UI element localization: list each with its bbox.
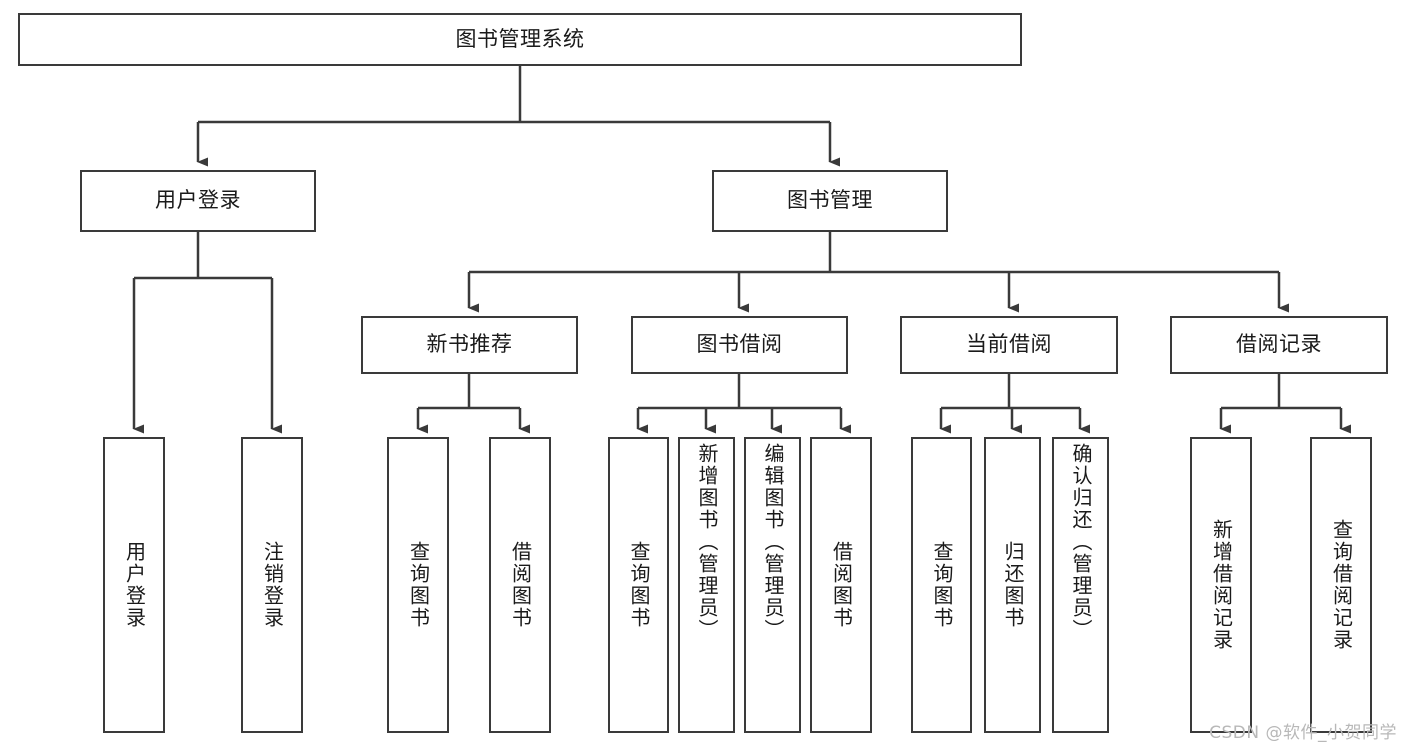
node-root-label: 图书管理系统 (455, 26, 585, 51)
node-leaf-query-borrow-record-label: 查询借阅记录 (1329, 519, 1354, 651)
node-leaf-edit-book-admin[interactable]: 编辑图书（管理员） (744, 437, 801, 733)
leaf-content: 查询图书 (389, 439, 447, 731)
node-leaf-query-book-current[interactable]: 查询图书 (911, 437, 972, 733)
node-leaf-query-borrow-record[interactable]: 查询借阅记录 (1310, 437, 1372, 733)
node-new-book-recommend[interactable]: 新书推荐 (361, 316, 578, 374)
leaf-content: 查询借阅记录 (1312, 439, 1370, 731)
leaf-content: 查询图书 (913, 439, 970, 731)
watermark-text: CSDN @软件_小贺同学 (1209, 723, 1397, 743)
node-borrow-record[interactable]: 借阅记录 (1170, 316, 1388, 374)
leaf-content: 归还图书 (986, 439, 1039, 731)
node-leaf-logout-label: 注销登录 (260, 541, 285, 629)
leaf-content: 借阅图书 (491, 439, 549, 731)
node-leaf-borrow-book-new-label: 借阅图书 (508, 541, 533, 629)
node-book-management[interactable]: 图书管理 (712, 170, 948, 232)
leaf-content: 确认归还（管理员） (1054, 439, 1107, 731)
node-leaf-add-borrow-record[interactable]: 新增借阅记录 (1190, 437, 1252, 733)
node-book-management-label: 图书管理 (787, 188, 873, 213)
node-leaf-query-book-new-label: 查询图书 (406, 541, 431, 629)
node-leaf-logout[interactable]: 注销登录 (241, 437, 303, 733)
node-leaf-borrow-book[interactable]: 借阅图书 (810, 437, 872, 733)
node-leaf-query-book-current-label: 查询图书 (930, 541, 954, 629)
node-user-login[interactable]: 用户登录 (80, 170, 316, 232)
node-leaf-add-borrow-record-label: 新增借阅记录 (1209, 519, 1234, 651)
leaf-content: 新增借阅记录 (1192, 439, 1250, 731)
leaf-content: 用户登录 (105, 439, 163, 731)
node-book-borrow[interactable]: 图书借阅 (631, 316, 848, 374)
node-leaf-user-login-label: 用户登录 (122, 541, 147, 629)
node-new-book-recommend-label: 新书推荐 (426, 332, 513, 357)
leaf-content: 新增图书（管理员） (680, 439, 733, 731)
leaf-content: 查询图书 (610, 439, 667, 731)
node-leaf-return-book[interactable]: 归还图书 (984, 437, 1041, 733)
leaf-content: 编辑图书（管理员） (746, 439, 799, 731)
node-leaf-confirm-return-admin-label: 确认归还（管理员） (1069, 443, 1093, 641)
node-leaf-edit-book-admin-label: 编辑图书（管理员） (761, 443, 785, 641)
node-current-borrow[interactable]: 当前借阅 (900, 316, 1118, 374)
leaf-content: 注销登录 (243, 439, 301, 731)
node-user-login-label: 用户登录 (155, 188, 241, 213)
node-root[interactable]: 图书管理系统 (18, 13, 1022, 66)
node-leaf-add-book-admin-label: 新增图书（管理员） (695, 443, 719, 641)
leaf-content: 借阅图书 (812, 439, 870, 731)
node-leaf-query-book-borrow[interactable]: 查询图书 (608, 437, 669, 733)
node-leaf-borrow-book-new[interactable]: 借阅图书 (489, 437, 551, 733)
node-leaf-query-book-borrow-label: 查询图书 (627, 541, 651, 629)
node-leaf-borrow-book-label: 借阅图书 (829, 541, 854, 629)
node-current-borrow-label: 当前借阅 (966, 332, 1052, 357)
node-leaf-return-book-label: 归还图书 (1001, 541, 1025, 629)
node-leaf-user-login[interactable]: 用户登录 (103, 437, 165, 733)
node-leaf-query-book-new[interactable]: 查询图书 (387, 437, 449, 733)
node-leaf-confirm-return-admin[interactable]: 确认归还（管理员） (1052, 437, 1109, 733)
node-borrow-record-label: 借阅记录 (1236, 332, 1322, 357)
node-book-borrow-label: 图书借阅 (696, 332, 783, 357)
node-leaf-add-book-admin[interactable]: 新增图书（管理员） (678, 437, 735, 733)
